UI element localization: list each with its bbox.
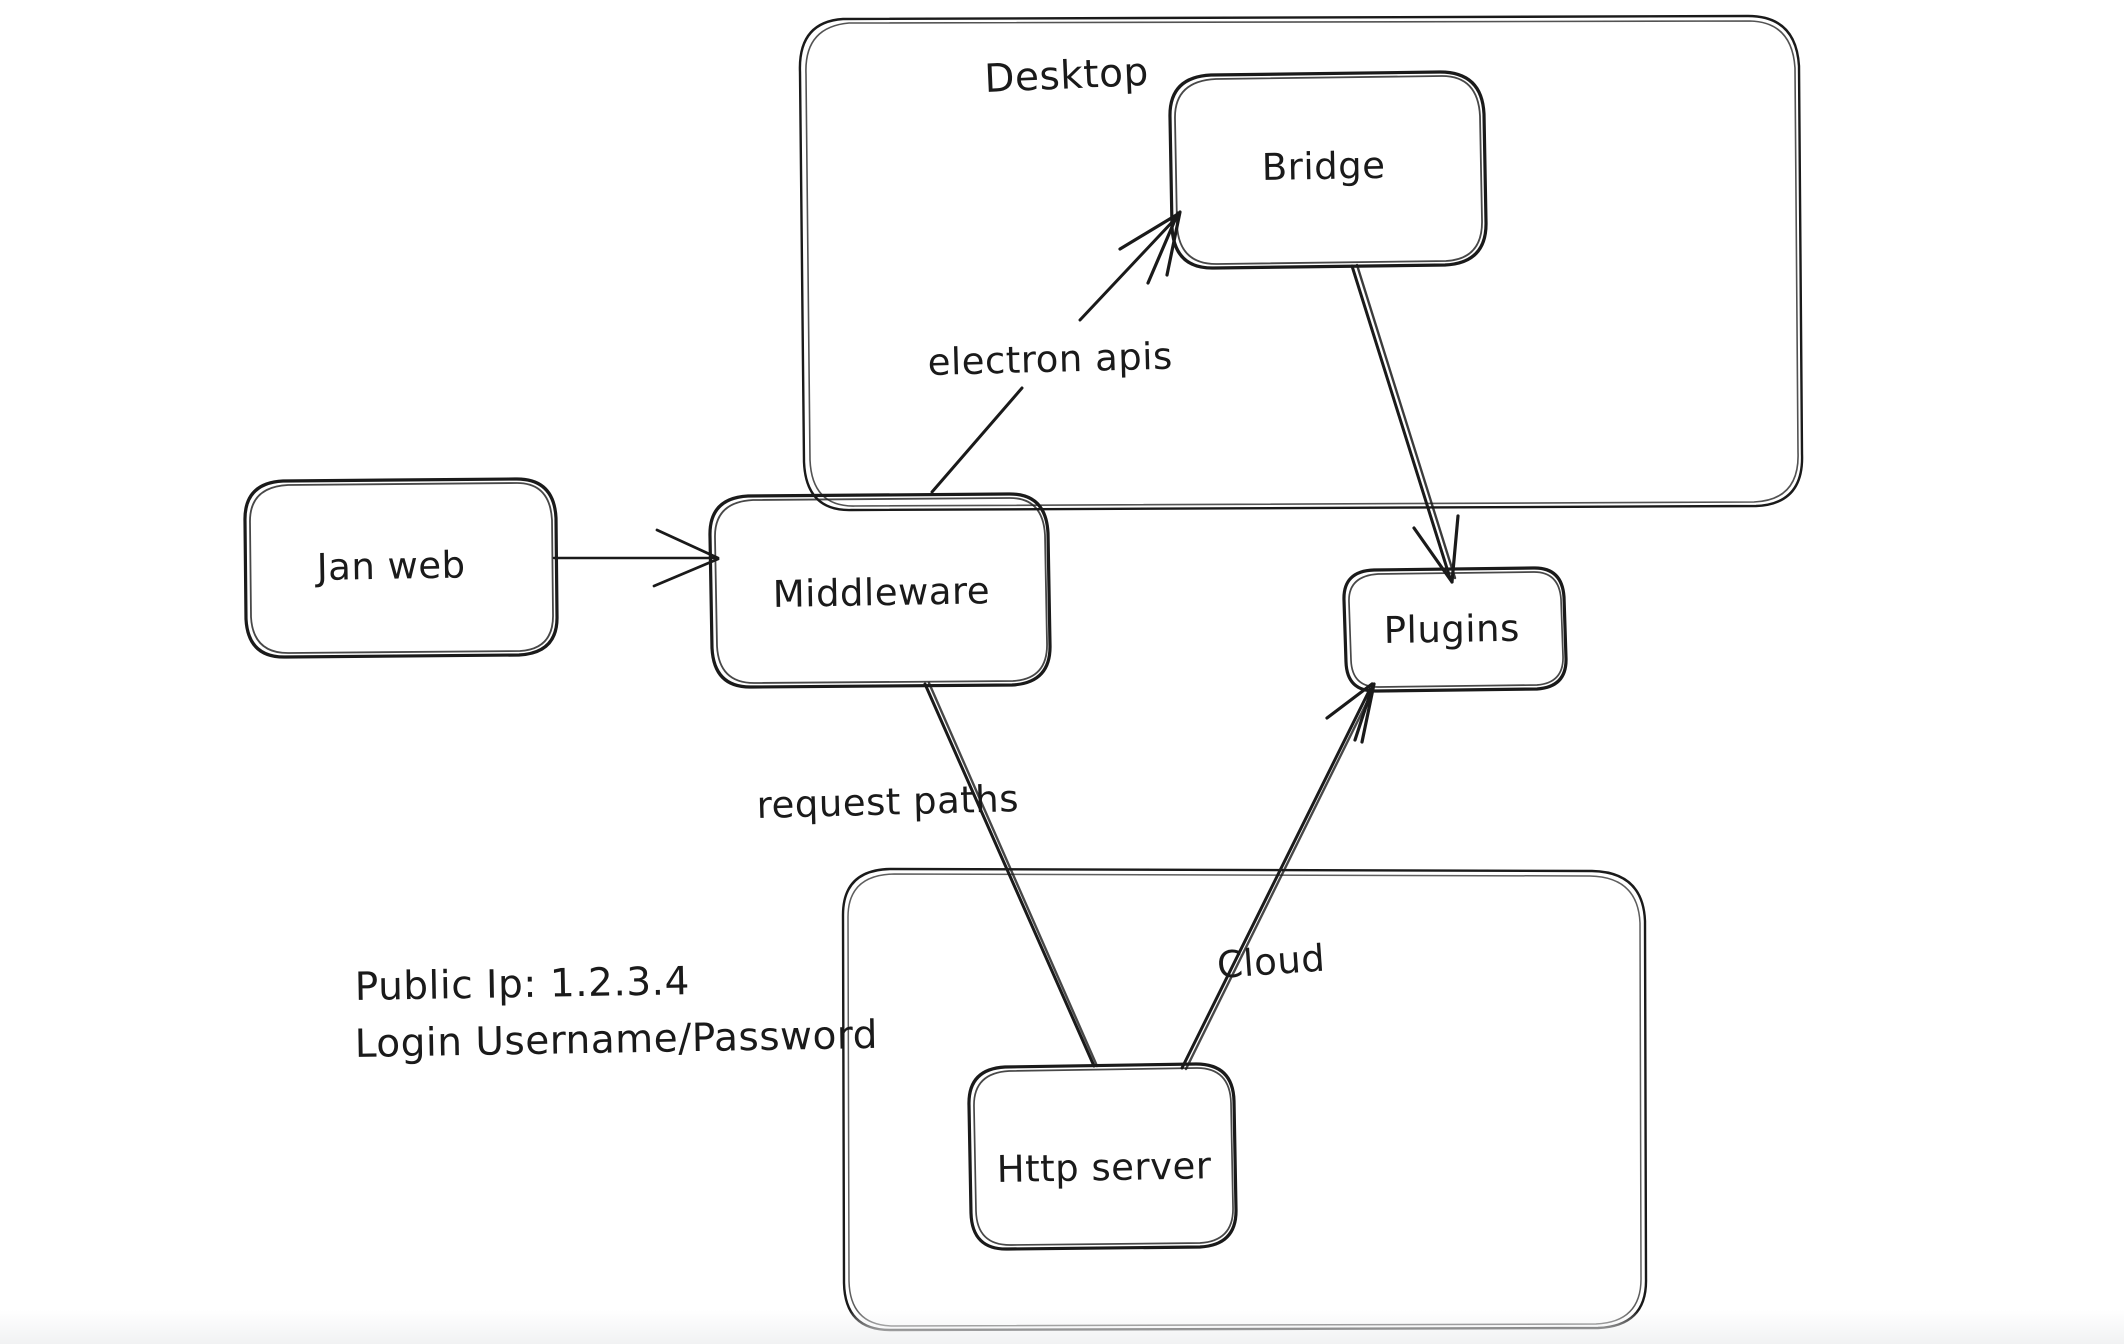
note-public-ip: Public Ip: 1.2.3.4 — [354, 959, 690, 1010]
node-jan-web[interactable]: Jan web — [243, 477, 559, 659]
group-desktop-label: Desktop — [983, 50, 1149, 102]
edge-middleware-bridge — [930, 210, 1182, 494]
node-bridge[interactable]: Bridge — [1168, 70, 1488, 270]
edge-middleware-httpserver — [923, 681, 1099, 1068]
node-http-server-label: Http server — [996, 1144, 1212, 1191]
notes-block: Public Ip: 1.2.3.4 Login Username/Passwo… — [354, 959, 878, 1067]
group-cloud — [841, 867, 1648, 1332]
node-bridge-label: Bridge — [1261, 144, 1385, 189]
node-plugins[interactable]: Plugins — [1342, 566, 1568, 693]
note-login-credentials: Login Username/Password — [354, 1013, 878, 1067]
edge-label-request-paths: request paths — [756, 777, 1019, 827]
node-plugins-label: Plugins — [1383, 607, 1520, 652]
edge-janweb-middleware — [552, 528, 720, 588]
edge-label-electron-apis: electron apis — [927, 335, 1173, 384]
node-http-server[interactable]: Http server — [967, 1062, 1238, 1251]
node-jan-web-label: Jan web — [314, 543, 466, 589]
group-desktop — [798, 14, 1804, 512]
edge-httpserver-plugins — [1180, 682, 1376, 1071]
edge-bridge-plugins — [1350, 263, 1460, 584]
node-middleware-label: Middleware — [772, 569, 990, 616]
node-middleware[interactable]: Middleware — [708, 492, 1052, 689]
edge-label-cloud: Cloud — [1216, 937, 1327, 987]
